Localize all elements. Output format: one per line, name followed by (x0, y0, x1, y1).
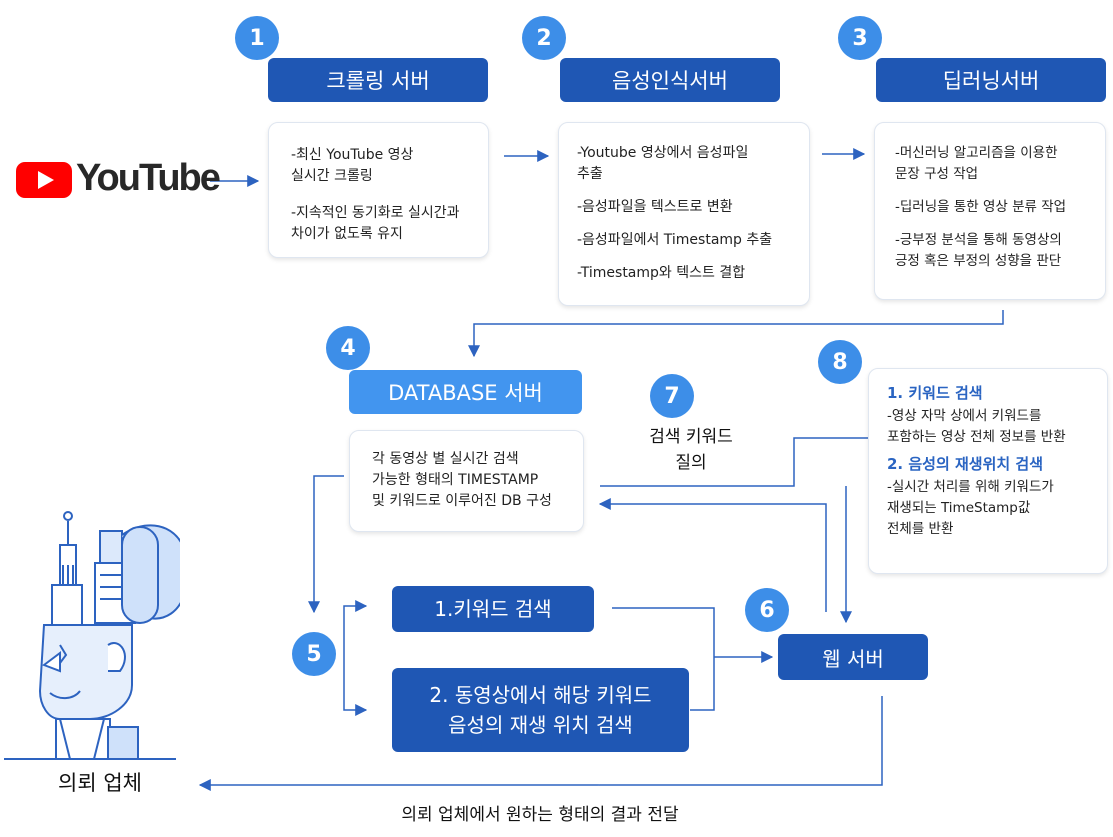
arrow-web-to-client (198, 696, 883, 791)
results-card: 1. 키워드 검색 -영상 자막 상에서 키워드를 포함하는 영상 전체 정보를… (868, 368, 1108, 574)
web-server-box: 웹 서버 (778, 634, 928, 680)
step-1-badge: 1 (235, 16, 279, 60)
speech-line-2: -음성파일을 텍스트로 변환 (577, 199, 733, 215)
deeplearning-line-2: -딥러닝을 통한 영상 분류 작업 (895, 199, 1067, 215)
delivery-label: 의뢰 업체에서 원하는 형태의 결과 전달 (401, 805, 679, 825)
speech-line-4: -Timestamp와 텍스트 결합 (577, 265, 746, 281)
results-position-heading: 2. 음성의 재생위치 검색 (887, 455, 1044, 473)
keyword-search-button[interactable]: 1.키워드 검색 (392, 586, 594, 632)
arrow-database-to-search (308, 475, 344, 614)
arrow-deeplearning-to-database (468, 310, 1004, 358)
database-server-title: DATABASE 서버 (349, 370, 582, 414)
crawling-line-1: -최신 YouTube 영상 실시간 크롤링 (291, 147, 414, 184)
step-6-badge: 6 (745, 588, 789, 632)
line-keyword-to-web (612, 607, 715, 711)
speech-line-1: -Youtube 영상에서 음성파일 추출 (577, 145, 749, 182)
step-2-badge: 2 (522, 16, 566, 60)
position-search-button[interactable]: 2. 동영상에서 해당 키워드 음성의 재생 위치 검색 (392, 668, 689, 752)
deeplearning-server-card: -머신러닝 알고리즘을 이용한 문장 구성 작업 -딥러닝을 통한 영상 분류 … (874, 122, 1106, 300)
youtube-play-icon (16, 162, 72, 198)
crawling-line-2: -지속적인 동기화로 실시간과 차이가 없도록 유지 (291, 205, 460, 242)
step-4-badge: 4 (326, 326, 370, 370)
query-label: 검색 키워드 질의 (649, 427, 733, 473)
deeplearning-line-1: -머신러닝 알고리즘을 이용한 문장 구성 작업 (895, 145, 1058, 182)
step-7-badge: 7 (650, 374, 694, 418)
arrow-to-keyword-search (343, 600, 368, 640)
step-8-badge: 8 (818, 340, 862, 384)
arrow-web-to-database (598, 498, 827, 612)
deeplearning-server-title: 딥러닝서버 (876, 58, 1106, 102)
results-keyword-text: -영상 자막 상에서 키워드를 포함하는 영상 전체 정보를 반환 (887, 408, 1066, 445)
results-keyword-heading: 1. 키워드 검색 (887, 384, 983, 402)
speech-server-title: 음성인식서버 (560, 58, 780, 102)
database-server-card: 각 동영상 별 실시간 검색 가능한 형태의 TIMESTAMP 및 키워드로 … (349, 430, 584, 532)
deeplearning-line-3: -긍부정 분석을 통해 동영상의 긍정 혹은 부정의 성향을 판단 (895, 232, 1062, 269)
speech-server-card: -Youtube 영상에서 음성파일 추출 -음성파일을 텍스트로 변환 -음성… (558, 122, 810, 306)
youtube-logo: YouTube (16, 157, 221, 200)
crawling-server-card: -최신 YouTube 영상 실시간 크롤링 -지속적인 동기화로 실시간과 차… (268, 122, 489, 258)
client-label: 의뢰 업체 (58, 771, 142, 795)
arrow-to-position-search (343, 640, 368, 716)
youtube-wordmark: YouTube (76, 157, 221, 199)
step-3-badge: 3 (838, 16, 882, 60)
speech-line-3: -음성파일에서 Timestamp 추출 (577, 232, 773, 248)
arrow-results-to-web (600, 437, 868, 487)
database-line-1: 각 동영상 별 실시간 검색 가능한 형태의 TIMESTAMP 및 키워드로 … (372, 451, 552, 509)
crawling-server-title: 크롤링 서버 (268, 58, 488, 102)
client-illustration (4, 511, 180, 760)
results-position-text: -실시간 처리를 위해 키워드가 재생되는 TimeStamp값 전체를 반환 (887, 479, 1054, 537)
step-5-badge: 5 (292, 632, 336, 676)
